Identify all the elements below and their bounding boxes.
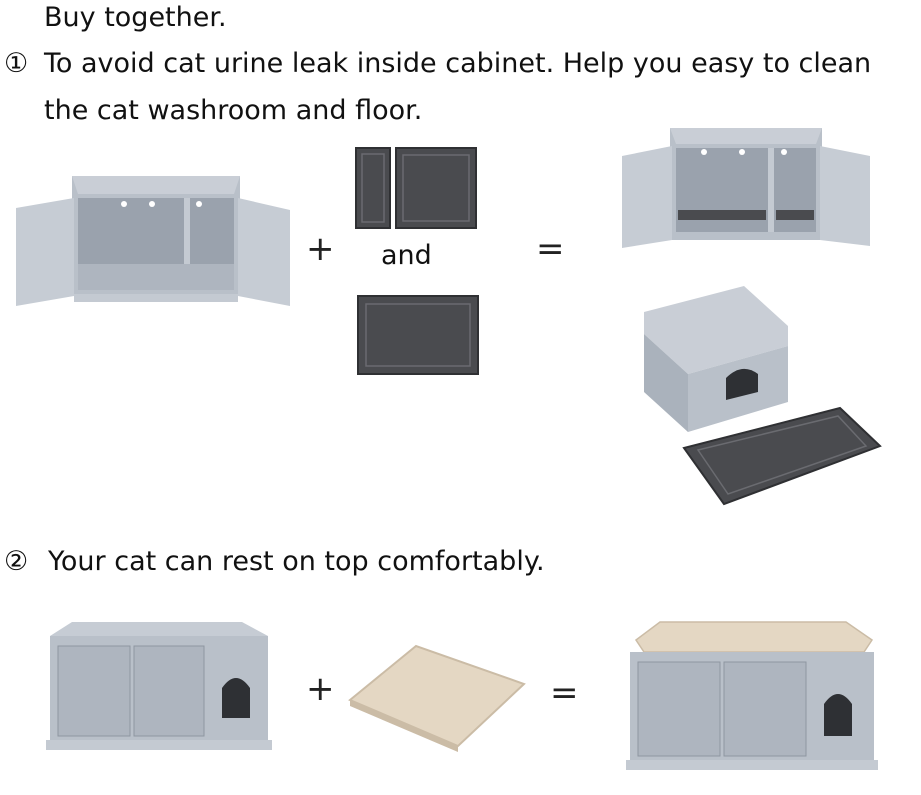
point-1-marker: ① bbox=[4, 48, 29, 79]
small-mats-image bbox=[355, 147, 477, 229]
point-2-marker: ② bbox=[4, 546, 29, 577]
point-1-line-2: the cat washroom and floor. bbox=[44, 95, 423, 126]
and-label: and bbox=[381, 240, 432, 271]
plus-sign-2: + bbox=[306, 669, 335, 709]
open-cabinet-image bbox=[16, 176, 290, 306]
cabinet-and-mat-image bbox=[644, 286, 882, 506]
large-mat-image bbox=[357, 295, 479, 375]
point-1-line-1: To avoid cat urine leak inside cabinet. … bbox=[44, 48, 872, 79]
equals-sign-2: = bbox=[550, 673, 579, 713]
closed-cabinet-image bbox=[46, 622, 272, 750]
intro-text: Buy together. bbox=[44, 2, 227, 33]
cabinet-with-mats-image bbox=[622, 128, 870, 248]
point-2-text: Your cat can rest on top comfortably. bbox=[48, 546, 545, 577]
plus-sign-1: + bbox=[306, 229, 335, 269]
cushion-image bbox=[348, 644, 526, 752]
cabinet-with-cushion-image bbox=[626, 621, 878, 770]
equals-sign-1: = bbox=[536, 229, 565, 269]
